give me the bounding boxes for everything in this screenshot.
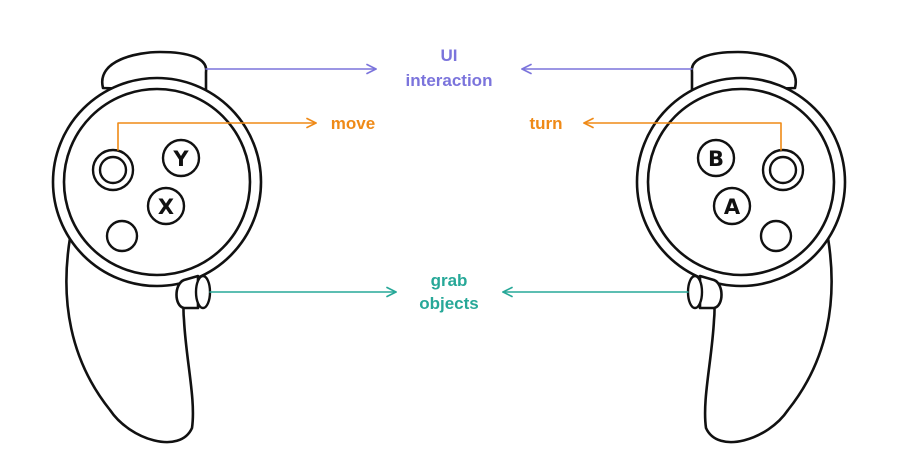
b-button-label: B [708, 147, 724, 171]
right-controller-ring-inner [646, 87, 836, 277]
right-controller-handle [703, 236, 833, 444]
ui-interaction-label-line1: UI [441, 46, 458, 65]
right-grip-trigger[interactable] [698, 274, 723, 310]
a-button[interactable] [712, 186, 752, 226]
right-thumbstick-inner[interactable] [768, 155, 798, 185]
left-grip-trigger-face[interactable] [194, 274, 212, 310]
x-button[interactable] [146, 186, 186, 226]
left-menu-button[interactable] [105, 219, 139, 253]
grab-objects-label-line1: grab [431, 271, 468, 290]
right-controller: B A [635, 50, 847, 444]
y-button-label: Y [172, 147, 189, 171]
x-button-label: X [158, 195, 174, 219]
grab-objects-label-line2: objects [419, 294, 479, 313]
right-grip-trigger-face[interactable] [686, 274, 704, 310]
move-arrow [117, 117, 317, 151]
left-controller-ring-inner [62, 87, 252, 277]
b-button[interactable] [696, 138, 736, 178]
right-oculus-button[interactable] [759, 219, 793, 253]
left-controller: Y X [51, 50, 263, 444]
move-label: move [331, 114, 375, 133]
turn-arrow [583, 117, 782, 151]
left-thumbstick-inner[interactable] [98, 155, 128, 185]
turn-label: turn [529, 114, 562, 133]
left-controller-handle [65, 236, 195, 444]
left-grip-trigger[interactable] [175, 274, 200, 310]
a-button-label: A [724, 195, 741, 219]
ui-interaction-label-line2: interaction [406, 71, 493, 90]
y-button[interactable] [161, 138, 201, 178]
